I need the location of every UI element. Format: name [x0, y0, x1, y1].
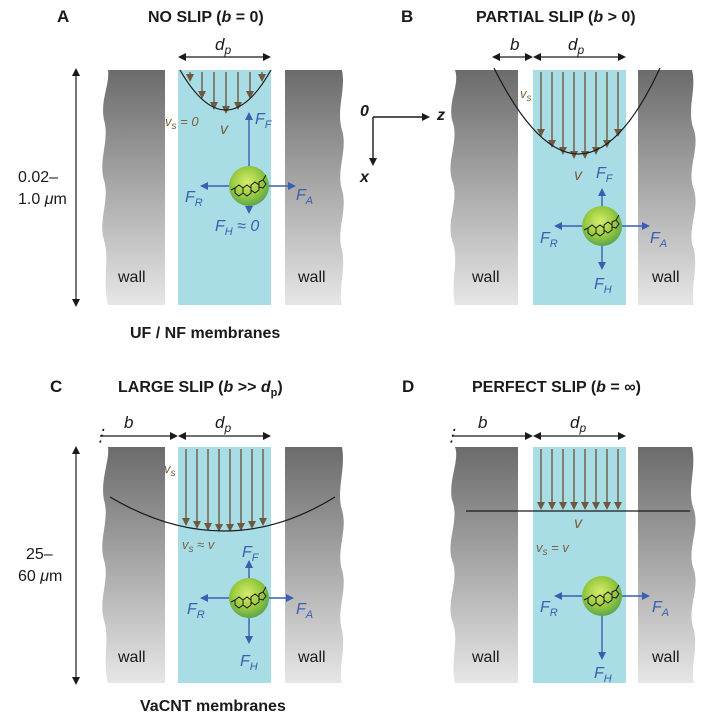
- scale-top-line1: 0.02–: [18, 169, 58, 186]
- left-wall: [102, 447, 165, 683]
- velocity-arrows: [537, 449, 622, 510]
- b-label: b: [124, 413, 133, 432]
- velocity-arrows: [537, 72, 622, 159]
- fr-label: FR: [540, 599, 558, 619]
- ellipsis-marker: ⋮: [443, 426, 460, 445]
- channel: [533, 70, 626, 305]
- velocity-label: v: [574, 167, 583, 184]
- panel-d: D PERFECT SLIP (b = ∞) wall wall ⋮ b dp …: [402, 377, 696, 685]
- wall-label: wall: [297, 649, 326, 666]
- panel-title: PERFECT SLIP (b = ∞): [472, 379, 641, 396]
- left-wall: [450, 447, 518, 683]
- slip-velocity-relation: vs ≈ v: [182, 537, 216, 555]
- right-wall: [638, 70, 696, 305]
- scale-bottom-line2: 60 μm: [18, 568, 62, 585]
- b-label: b: [510, 35, 519, 54]
- panel-b: B PARTIAL SLIP (b > 0) wall wall b dp vs…: [401, 7, 696, 305]
- channel: [178, 447, 271, 683]
- wall-label: wall: [117, 649, 146, 666]
- axis-origin: 0: [360, 103, 369, 120]
- fr-label: FR: [185, 189, 203, 209]
- velocity-arrows: [186, 72, 266, 114]
- fh-label: FH: [594, 665, 612, 685]
- wall-label: wall: [651, 649, 680, 666]
- b-label: b: [478, 413, 487, 432]
- wall-label: wall: [117, 269, 146, 286]
- fr-label: FR: [187, 601, 205, 621]
- fa-label: FA: [650, 230, 667, 250]
- slip-velocity-label: vs = 0: [165, 114, 199, 132]
- panel-a: A NO SLIP (b = 0) wall wall dp vs = 0 v …: [57, 7, 344, 305]
- ff-label: FF: [255, 111, 273, 131]
- fa-label: FA: [652, 599, 669, 619]
- velocity-arrows: [182, 449, 267, 532]
- ff-label: FF: [242, 544, 260, 564]
- slip-velocity-label: vs: [520, 86, 532, 104]
- scale-bar-bottom: 25– 60 μm: [14, 446, 80, 685]
- panel-label: A: [57, 7, 69, 26]
- channel: [533, 447, 626, 683]
- panel-title: NO SLIP (b = 0): [148, 9, 264, 26]
- velocity-label: v: [220, 121, 229, 138]
- panel-label: B: [401, 7, 413, 26]
- panel-title: LARGE SLIP (b >> dp): [118, 379, 283, 399]
- velocity-profile: [109, 496, 336, 532]
- coordinate-axes: 0 z x: [359, 103, 445, 186]
- dp-label: dp: [215, 35, 231, 57]
- panel-label: C: [50, 377, 62, 396]
- velocity-label: v: [574, 515, 583, 532]
- left-wall: [102, 70, 165, 305]
- wall-label: wall: [471, 269, 500, 286]
- fa-label: FA: [296, 601, 313, 621]
- dp-label: dp: [568, 35, 584, 57]
- wall-label: wall: [297, 269, 326, 286]
- axis-x: x: [359, 169, 370, 186]
- right-wall: [285, 70, 344, 305]
- ff-label: FF: [596, 165, 614, 185]
- caption-bottom: VaCNT membranes: [140, 698, 286, 715]
- velocity-profile: [179, 69, 272, 111]
- panel-label: D: [402, 377, 414, 396]
- left-wall: [450, 70, 518, 305]
- scale-bottom-line1: 25–: [26, 546, 53, 563]
- fh-label: FH: [240, 653, 258, 673]
- slip-velocity-relation: vs = v: [536, 540, 570, 558]
- scale-top-line2: 1.0 μm: [18, 191, 67, 208]
- wall-label: wall: [471, 649, 500, 666]
- fr-label: FR: [540, 230, 558, 250]
- slip-velocity-label: vs: [164, 461, 176, 479]
- dp-label: dp: [570, 413, 586, 435]
- dp-label: dp: [215, 413, 231, 435]
- right-wall: [285, 447, 344, 683]
- wall-label: wall: [651, 269, 680, 286]
- axis-z: z: [436, 107, 445, 124]
- caption-top: UF / NF membranes: [130, 325, 280, 342]
- scale-bar-top: 0.02– 1.0 μm: [14, 68, 80, 307]
- right-wall: [638, 447, 696, 683]
- fh-label: FH ≈ 0: [215, 218, 259, 238]
- velocity-profile: [493, 67, 661, 155]
- fa-label: FA: [296, 187, 313, 207]
- fh-label: FH: [594, 276, 612, 296]
- panel-title: PARTIAL SLIP (b > 0): [476, 9, 636, 26]
- panel-c: C LARGE SLIP (b >> dp) wall wall ⋮ b dp …: [50, 377, 344, 683]
